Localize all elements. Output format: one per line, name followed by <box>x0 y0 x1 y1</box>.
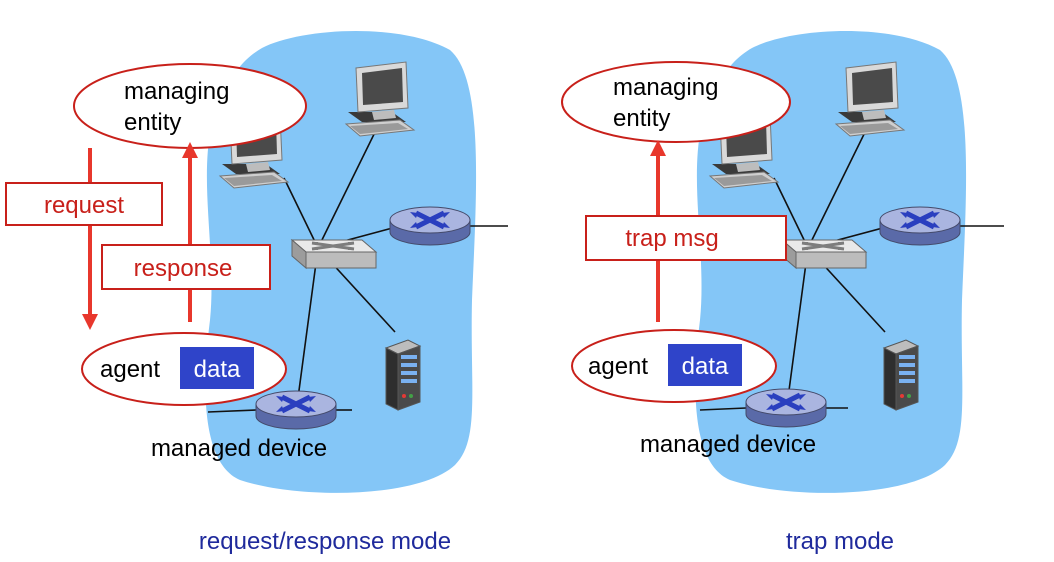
managing-entity-ellipse <box>73 63 307 149</box>
managing-entity-ellipse <box>561 61 791 143</box>
server-icon <box>385 339 421 411</box>
managing-entity-line2: entity <box>613 105 670 132</box>
request-label: request <box>44 192 124 219</box>
agent-data-label: data <box>194 356 241 383</box>
router-icon <box>390 207 470 245</box>
trap-mode-caption: trap mode <box>786 528 894 555</box>
router-icon <box>746 389 826 427</box>
right-panel-trap: managing entity trap msg agent data mana… <box>561 30 1004 555</box>
agent-label: agent <box>588 353 648 380</box>
managing-entity-line1: managing <box>613 74 718 101</box>
network-links <box>207 117 508 413</box>
router-icon <box>880 207 960 245</box>
agent-data-label: data <box>682 353 729 380</box>
trap-label-box <box>585 215 787 261</box>
agent-data-box <box>668 344 742 386</box>
managing-entity-line2: entity <box>124 109 181 136</box>
agent-label: agent <box>100 356 160 383</box>
switch-icon <box>780 238 868 270</box>
managing-entity-line1: managing <box>124 78 229 105</box>
response-label: response <box>134 255 233 282</box>
managed-device-label: managed device <box>640 431 816 458</box>
response-label-box <box>101 244 271 290</box>
request-response-mode-caption: request/response mode <box>199 528 451 555</box>
managed-device-label: managed device <box>151 435 327 462</box>
trap-label: trap msg <box>625 225 718 252</box>
agent-data-box <box>180 347 254 389</box>
router-icon <box>256 391 336 429</box>
left-panel-request-response: managing entity request response agent d… <box>5 30 508 555</box>
switch-icon <box>290 238 378 270</box>
server-icon <box>883 339 919 411</box>
request-label-box <box>5 182 163 226</box>
